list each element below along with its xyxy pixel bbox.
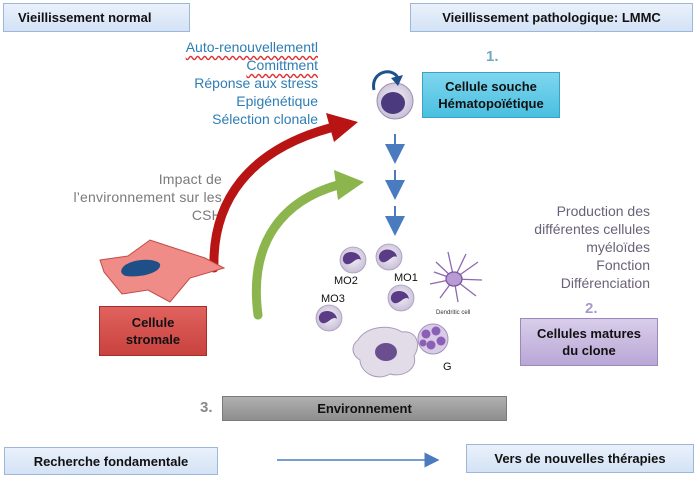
research-box: Recherche fondamentale bbox=[4, 447, 218, 475]
mature-cells-box: Cellules matures du clone bbox=[520, 318, 658, 366]
label-g: G bbox=[443, 361, 452, 373]
stromal-cell-icon bbox=[99, 239, 226, 303]
hsc-cell-icon bbox=[376, 82, 414, 120]
label-mo1: MO1 bbox=[394, 272, 418, 284]
property-commitment: Comittment bbox=[246, 57, 318, 73]
monocyte-icon bbox=[315, 243, 415, 332]
property-epigenetics: Epigénétique bbox=[236, 93, 318, 109]
granulocyte-icon bbox=[417, 323, 449, 355]
left-title-box: Vieillissement normal bbox=[3, 3, 190, 32]
therapies-box: Vers de nouvelles thérapies bbox=[466, 444, 694, 473]
hsc-properties-list: Auto-renouvellementl Comittment Réponse … bbox=[186, 38, 318, 128]
macrophage-icon bbox=[352, 326, 418, 378]
property-clonal: Sélection clonale bbox=[212, 111, 318, 127]
right-title-box: Vieillissement pathologique: LMMC bbox=[410, 3, 693, 32]
left-title: Vieillissement normal bbox=[18, 10, 152, 25]
stromal-box: Cellule stromale bbox=[99, 306, 207, 356]
dendritic-cell-icon bbox=[429, 251, 483, 303]
impact-text: Impact de l’environnement sur les CSH bbox=[73, 171, 222, 223]
red-curved-arrow bbox=[209, 113, 358, 273]
right-title: Vieillissement pathologique: LMMC bbox=[442, 10, 661, 25]
self-renewal-arrow-icon bbox=[372, 70, 403, 91]
step1-number: 1. bbox=[486, 48, 499, 65]
environment-bar: Environnement bbox=[222, 396, 507, 421]
production-text: Production des différentes cellules myél… bbox=[534, 203, 650, 291]
label-dendritic: Dendritic cell bbox=[436, 310, 470, 316]
green-curved-arrow bbox=[252, 170, 364, 320]
label-mo2: MO2 bbox=[334, 275, 358, 287]
step3-number: 3. bbox=[200, 399, 213, 416]
property-self-renewal: Auto-renouvellementl bbox=[185, 39, 318, 55]
property-stress: Réponse aux stress bbox=[194, 75, 318, 91]
label-mo3: MO3 bbox=[321, 293, 345, 305]
hsc-box: Cellule souche Hématopoïétique bbox=[422, 72, 560, 118]
step2-number: 2. bbox=[585, 300, 598, 317]
